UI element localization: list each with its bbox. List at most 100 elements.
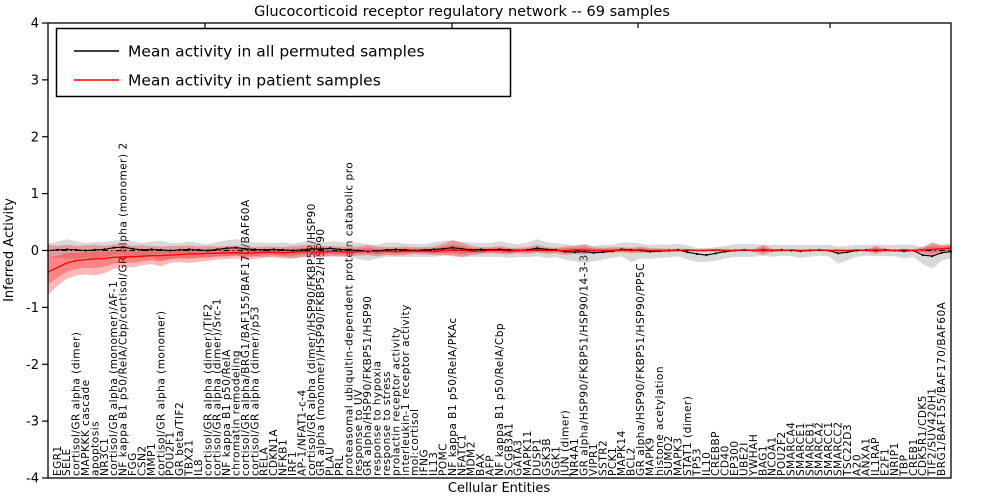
data-point-marker xyxy=(235,246,238,249)
confidence-band xyxy=(48,244,951,285)
x-tick-label: CREBBP xyxy=(710,431,722,476)
x-tick-label: cortisol/GR alpha (dimer)/TIF2 xyxy=(202,303,214,476)
x-tick-label: NF kappa B1 p50/RelA/PKAc xyxy=(447,317,459,476)
x-tick-label: IL13 xyxy=(428,452,440,476)
confidence-band xyxy=(48,239,951,269)
x-tick-label: mol:cortisol xyxy=(409,409,421,476)
x-tick-label: GR alpha/HSP90/FKBP51/HSP90 xyxy=(362,296,374,476)
x-tick-label: CREB1 xyxy=(908,438,920,476)
y-tick-label: 2 xyxy=(31,130,39,145)
x-tick-label: EP300 xyxy=(729,440,741,476)
series-lines xyxy=(46,246,953,273)
x-tick-label: VIPR1 xyxy=(588,443,600,476)
x-tick-label: TIF2/SUV420H1 xyxy=(927,388,939,477)
y-tick-label: 4 xyxy=(31,17,39,32)
data-point-marker xyxy=(131,247,134,250)
x-tick-label: GR alpha/HSP90/FKBP51/HSP90/14-3-3 xyxy=(579,254,591,476)
x-tick-label: DUSP1 xyxy=(532,438,544,476)
x-tick-label: EGR1 xyxy=(52,445,64,476)
data-point-marker xyxy=(931,255,934,258)
legend: Mean activity in all permuted samples Me… xyxy=(55,27,512,98)
data-point-marker xyxy=(216,248,219,251)
x-tick-label: SMARCA4 xyxy=(785,422,797,476)
data-point-marker xyxy=(338,248,341,251)
y-tick-label: 3 xyxy=(31,73,39,88)
x-tick-label: response to UV xyxy=(353,389,365,476)
x-tick-label: cortisol/GR alpha/BRG1/BAF155/BAF170/BAF… xyxy=(240,199,252,476)
x-tick-label: FGG xyxy=(127,452,139,476)
x-tick-label: MAPK11 xyxy=(522,430,534,476)
x-tick-label: BCL2 xyxy=(626,447,638,476)
x-tick-label: apoptosis xyxy=(89,421,101,476)
x-tick-label: POMC xyxy=(437,443,449,476)
data-point-marker xyxy=(206,249,209,252)
x-tick-label: CDK5R1/CDK5 xyxy=(917,395,929,476)
x-tick-label: JUN (dimer) xyxy=(560,410,572,477)
data-point-marker xyxy=(197,248,200,251)
data-point-marker xyxy=(272,248,275,251)
x-tick-label: response to stress xyxy=(381,371,393,476)
y-axis-label: Inferred Activity xyxy=(2,198,17,302)
data-point-marker xyxy=(56,248,59,251)
data-point-marker xyxy=(112,246,115,249)
y-tick-label: 0 xyxy=(31,244,39,259)
x-tick-label: IRF1 xyxy=(287,451,299,476)
x-tick-label: TBP xyxy=(898,455,910,477)
x-tick-label: cortisol/GR alpha (dimer)/HSP90/FKBP52/H… xyxy=(306,203,318,476)
data-point-marker xyxy=(141,248,144,251)
data-point-marker xyxy=(244,247,247,250)
data-point-marker xyxy=(347,248,351,251)
x-tick-label: UBE2I xyxy=(738,442,750,476)
x-tick-label: proteasomal ubiquitin-dependent protein … xyxy=(343,162,355,476)
x-tick-label: CDKN1A xyxy=(268,429,280,476)
x-tick-label: NR3C1 xyxy=(99,438,111,476)
data-point-marker xyxy=(592,251,595,254)
x-tick-label: SMARCE1 xyxy=(795,422,807,476)
data-point-marker xyxy=(451,246,454,249)
x-tick-label: IFNG xyxy=(419,449,431,476)
x-tick-label: NCOA1 xyxy=(767,436,779,476)
data-point-marker xyxy=(705,254,708,257)
x-tick-label: SUMO2 xyxy=(663,435,675,476)
x-tick-label: POU2F2 xyxy=(776,431,788,476)
x-tick-label: interleukin-1 receptor activity xyxy=(400,304,412,476)
x-tick-label: BAG1 xyxy=(757,445,769,476)
x-tick-label: SGK1 xyxy=(550,446,562,476)
data-point-marker xyxy=(225,247,228,250)
data-point-marker xyxy=(319,248,322,251)
y-tick-label: -3 xyxy=(26,415,39,430)
x-tick-label: A20 xyxy=(851,454,863,476)
data-point-marker xyxy=(291,249,294,252)
x-tick-label: AP-1/NFAT1-c-4 xyxy=(296,389,308,476)
x-tick-label: CD40 xyxy=(720,445,732,476)
data-point-marker xyxy=(169,249,172,252)
x-tick-label: SMARCB1 xyxy=(804,422,816,476)
chart-title: Glucocorticoid receptor regulatory netwo… xyxy=(254,4,670,20)
x-tick-label: prolactin receptor activity xyxy=(390,327,402,476)
data-point-marker xyxy=(695,252,699,255)
series-line-1 xyxy=(47,247,952,273)
x-tick-label: ANXA1 xyxy=(861,437,873,476)
x-tick-label: NFKB1 xyxy=(278,439,290,476)
y-tick-label: -1 xyxy=(26,301,39,316)
data-point-marker xyxy=(300,248,304,251)
data-point-marker xyxy=(122,246,125,249)
x-tick-label: TBX21 xyxy=(183,439,195,477)
x-tick-label: SMARCC1 xyxy=(823,421,835,476)
data-point-marker xyxy=(460,247,463,250)
data-point-marker xyxy=(573,251,576,254)
x-tick-label: MAPK14 xyxy=(616,430,628,476)
x-tick-label: BRG1/BAF155/BAF170/BAF60A xyxy=(936,301,948,476)
data-point-marker xyxy=(921,254,924,257)
x-tick-label: GSK3B xyxy=(541,438,553,476)
data-point-marker xyxy=(65,248,68,251)
data-point-marker xyxy=(394,248,398,251)
x-tick-label: cortisol/GR alpha (dimer)/Src-1 xyxy=(212,298,224,476)
x-tick-label: MAPK3 xyxy=(673,437,685,476)
x-tick-label: PLAU xyxy=(325,447,337,476)
x-tick-label: STAT1 (dimer) xyxy=(682,396,694,476)
x-tick-label: SMARCC2 xyxy=(833,421,845,476)
x-tick-label: MDM2 xyxy=(466,441,478,476)
data-point-marker xyxy=(423,248,426,251)
